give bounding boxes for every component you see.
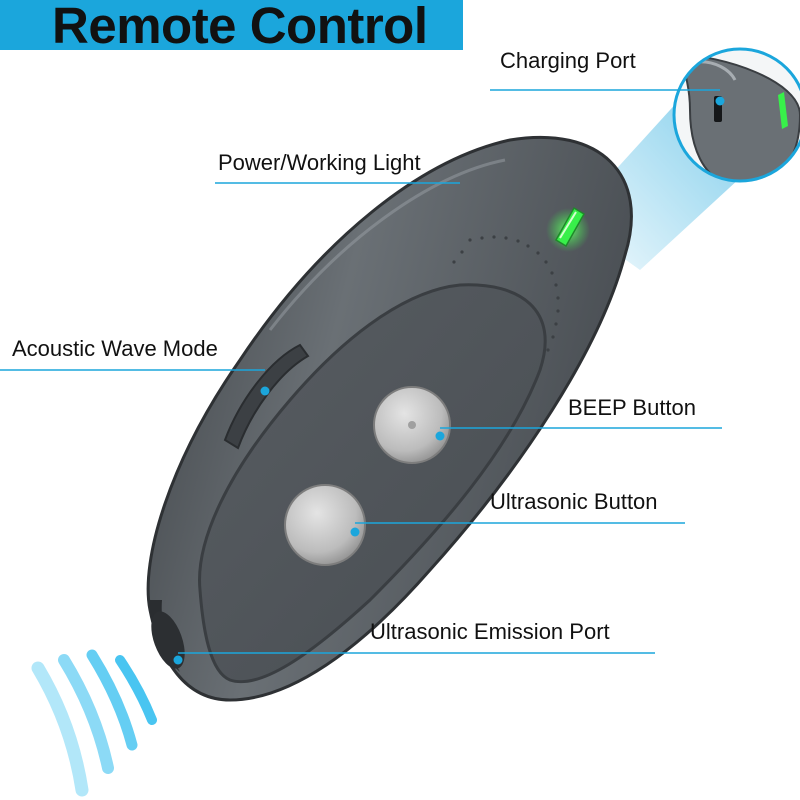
leader-dots <box>173 96 725 665</box>
label-emission-port: Ultrasonic Emission Port <box>370 619 610 644</box>
sound-wave-icon <box>31 649 157 797</box>
beep-button-center <box>408 421 416 429</box>
label-acoustic-mode: Acoustic Wave Mode <box>12 336 218 361</box>
leader-lines <box>0 89 722 654</box>
label-ultrasonic-button: Ultrasonic Button <box>490 489 658 514</box>
title-banner <box>0 0 463 50</box>
label-charging-port: Charging Port <box>500 48 636 73</box>
power-indicator-icon <box>546 206 590 252</box>
charging-port-zoom-inset <box>672 47 800 183</box>
label-beep-button: BEEP Button <box>568 395 697 420</box>
ultrasonic-button[interactable] <box>284 484 366 566</box>
label-power-light: Power/Working Light <box>218 150 421 175</box>
page-title: Remote Control <box>52 0 428 54</box>
